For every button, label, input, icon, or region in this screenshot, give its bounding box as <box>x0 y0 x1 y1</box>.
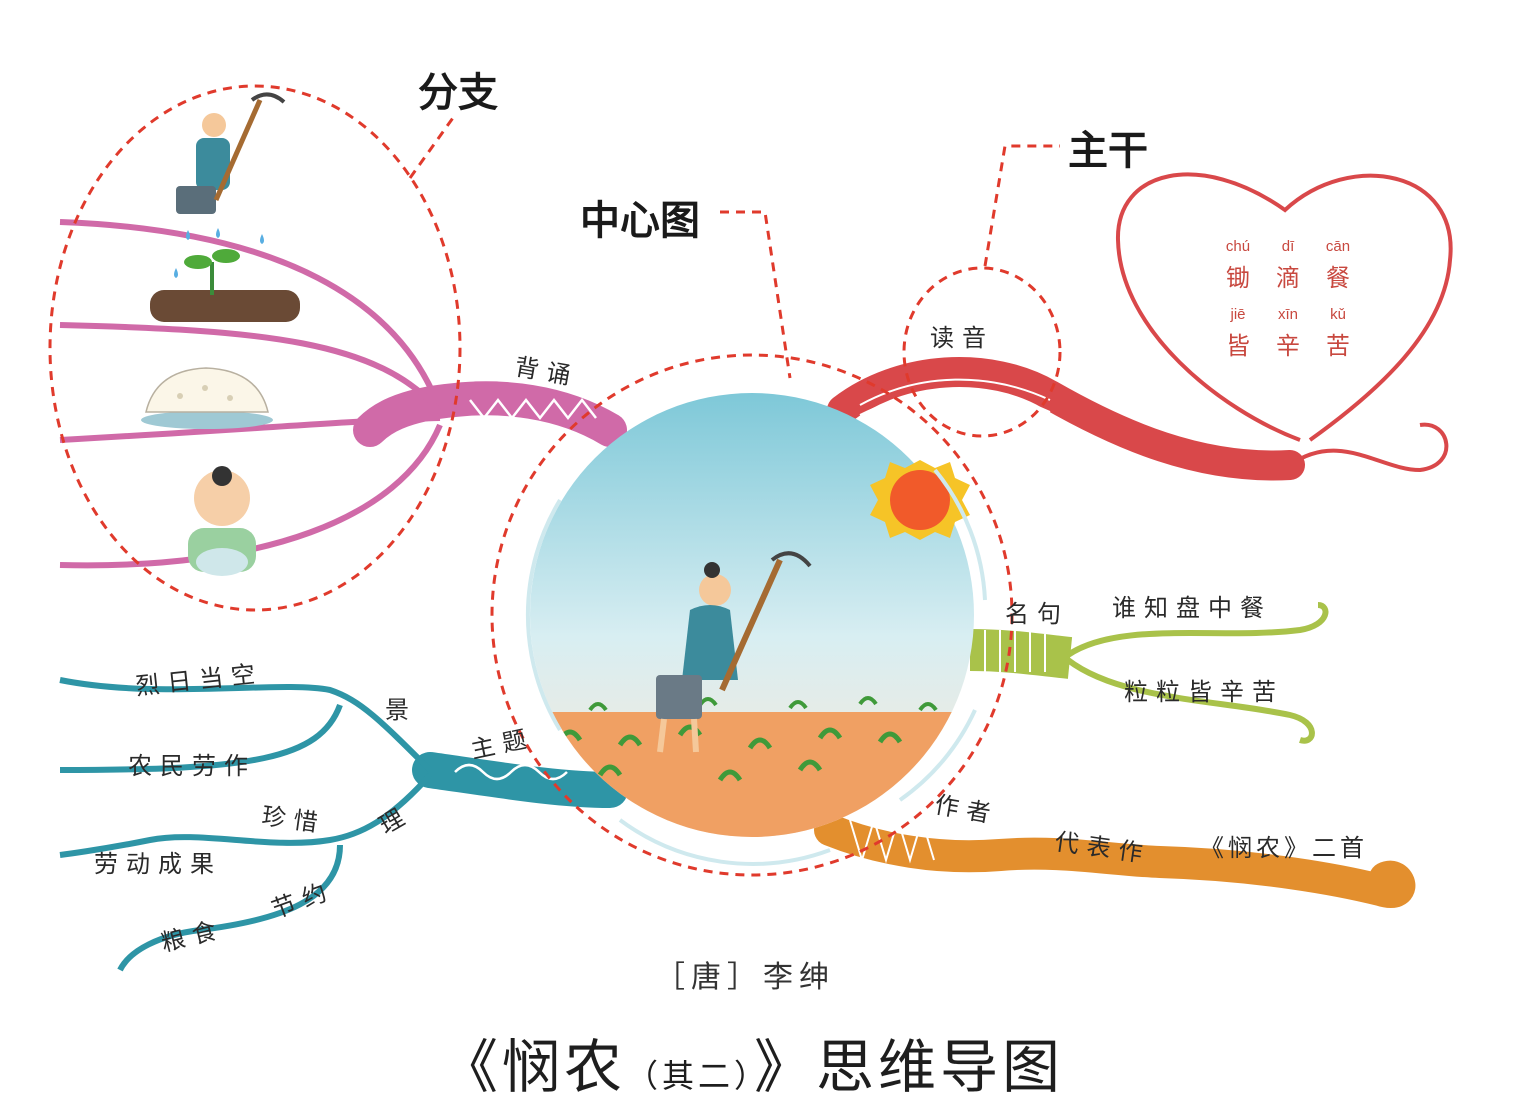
center-annotation-label: 中心图 <box>580 198 700 244</box>
trunk-annotation-outline <box>902 266 1062 438</box>
branch-famous-lines <box>969 602 1329 744</box>
character-label: 皆 <box>1226 332 1250 360</box>
branch-annotation-label: 分支 <box>418 70 498 116</box>
title-end: 》思维导图 <box>754 1033 1065 1101</box>
branch-pronunciation <box>827 172 1453 481</box>
pinyin-label: dī <box>1281 238 1295 255</box>
trunk-annotation-leader <box>983 144 1060 267</box>
branch-label-pronunciation: 读音 <box>930 324 994 352</box>
pinyin-label: cān <box>1325 238 1351 255</box>
theme-cherish-item: 劳动成果 <box>94 850 222 878</box>
character-label: 滴 <box>1276 264 1300 292</box>
farmer-hoeing-image <box>176 92 286 214</box>
page-title: 《悯农（其二）》思维导图 <box>440 1020 1064 1104</box>
branch-theme <box>59 677 628 972</box>
title-main: 《悯农 <box>440 1033 627 1101</box>
theme-scene-label: 景 <box>385 696 417 724</box>
rice-bowl-image <box>141 367 273 429</box>
character-label: 辛 <box>1276 332 1300 360</box>
pinyin-label: jiē <box>1230 306 1246 323</box>
theme-scene-item: 农民劳作 <box>128 752 256 780</box>
poet-label: ［唐］李绅 <box>655 960 835 995</box>
branch-annotation-leader <box>408 114 457 179</box>
branch-author <box>814 814 1416 908</box>
annotation-outlines <box>48 84 1062 877</box>
center-annotation-leader <box>720 210 792 379</box>
pinyin-label: chú <box>1225 238 1251 255</box>
farmer-image <box>656 551 812 753</box>
character-label: 锄 <box>1226 264 1250 292</box>
author-works-label: 《悯农》二首 <box>1200 834 1368 862</box>
famous-line-1: 谁知盘中餐 <box>1112 594 1272 622</box>
child-eating-image <box>188 466 256 576</box>
seedling-rain-image <box>150 228 300 322</box>
character-label: 苦 <box>1326 332 1350 360</box>
pinyin-label: xīn <box>1277 306 1298 323</box>
center-annotation-outline <box>490 353 1014 877</box>
title-sub: （其二） <box>626 1057 755 1095</box>
trunk-annotation-label: 主干 <box>1068 128 1148 174</box>
famous-line-2: 粒粒皆辛苦 <box>1124 678 1284 706</box>
character-label: 餐 <box>1326 264 1350 292</box>
branch-label-famous-lines: 名句 <box>1005 600 1069 628</box>
branch-recite <box>59 219 627 569</box>
branch-annotation-outline <box>48 84 462 612</box>
central-image <box>525 393 987 866</box>
pinyin-label: kǔ <box>1330 306 1346 323</box>
